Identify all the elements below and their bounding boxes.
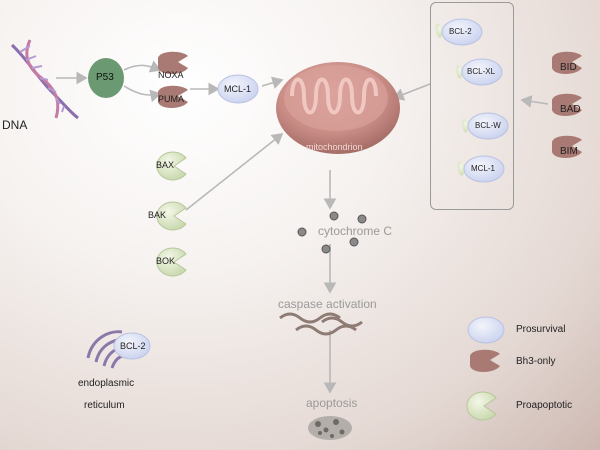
bclxl-label: BCL-XL xyxy=(467,67,496,76)
bid-bh3-icon xyxy=(552,51,582,74)
bak-label: BAK xyxy=(148,210,167,220)
bok-label: BOK xyxy=(156,256,176,266)
mcl1-left-label: MCL-1 xyxy=(224,84,252,94)
caspase-activation-label: caspase activation xyxy=(278,297,377,311)
bim-bh3-icon xyxy=(552,135,582,158)
pathway-arrows xyxy=(56,60,549,394)
legend-prosurvival-icon xyxy=(467,316,505,344)
caspase-squiggles xyxy=(279,312,363,336)
legend-proapoptotic-label: Proapoptotic xyxy=(516,400,573,411)
mitochondrion-icon xyxy=(276,62,400,154)
bcl2-er-node xyxy=(113,332,151,360)
puma-bh3-icon xyxy=(158,85,188,108)
p53-label: P53 xyxy=(96,72,114,83)
dna-label: DNA xyxy=(2,118,28,132)
bclw-node xyxy=(462,112,509,140)
apoptotic-body-icon xyxy=(308,416,352,440)
legend-proapoptotic-icon xyxy=(466,391,497,421)
p53-node xyxy=(88,58,124,98)
bid-label: BID xyxy=(560,62,577,73)
puma-label: PUMA xyxy=(158,94,185,104)
bax-proapoptotic-icon xyxy=(156,151,187,181)
bak-proapoptotic-icon xyxy=(156,201,187,231)
bcl2-er-label: BCL-2 xyxy=(120,341,146,351)
mcl1-left-node xyxy=(217,74,259,104)
bcl2-box-node xyxy=(435,18,483,46)
er-label-line2: reticulum xyxy=(84,400,125,411)
bcl2-box-label: BCL-2 xyxy=(449,27,472,36)
legend-bh3-icon xyxy=(470,349,500,372)
bad-label: BAD xyxy=(560,104,581,115)
legend-prosurvival-label: Prosurvival xyxy=(516,324,566,335)
bax-label: BAX xyxy=(156,160,175,170)
bclw-label: BCL-W xyxy=(475,121,501,130)
legend-bh3-label: Bh3-only xyxy=(516,356,556,367)
cytochrome-c-label: cytochrome C xyxy=(318,224,393,238)
apoptosis-label: apoptosis xyxy=(306,396,358,410)
noxa-bh3-icon xyxy=(158,51,188,74)
mcl1-box-node xyxy=(457,155,505,183)
bim-label: BIM xyxy=(560,146,578,157)
noxa-label: NOXA xyxy=(158,70,184,80)
cytochrome-c-dots xyxy=(297,211,367,254)
bad-bh3-icon xyxy=(552,93,582,116)
mcl1-box-label: MCL-1 xyxy=(471,164,496,173)
mitochondrion-label: mitochondrion xyxy=(306,142,363,152)
dna-helix-icon xyxy=(10,39,79,120)
bcl2-family-box xyxy=(430,2,514,210)
bclxl-node xyxy=(456,58,503,86)
er-label-line1: endoplasmic xyxy=(78,378,135,389)
bok-proapoptotic-icon xyxy=(156,247,187,277)
